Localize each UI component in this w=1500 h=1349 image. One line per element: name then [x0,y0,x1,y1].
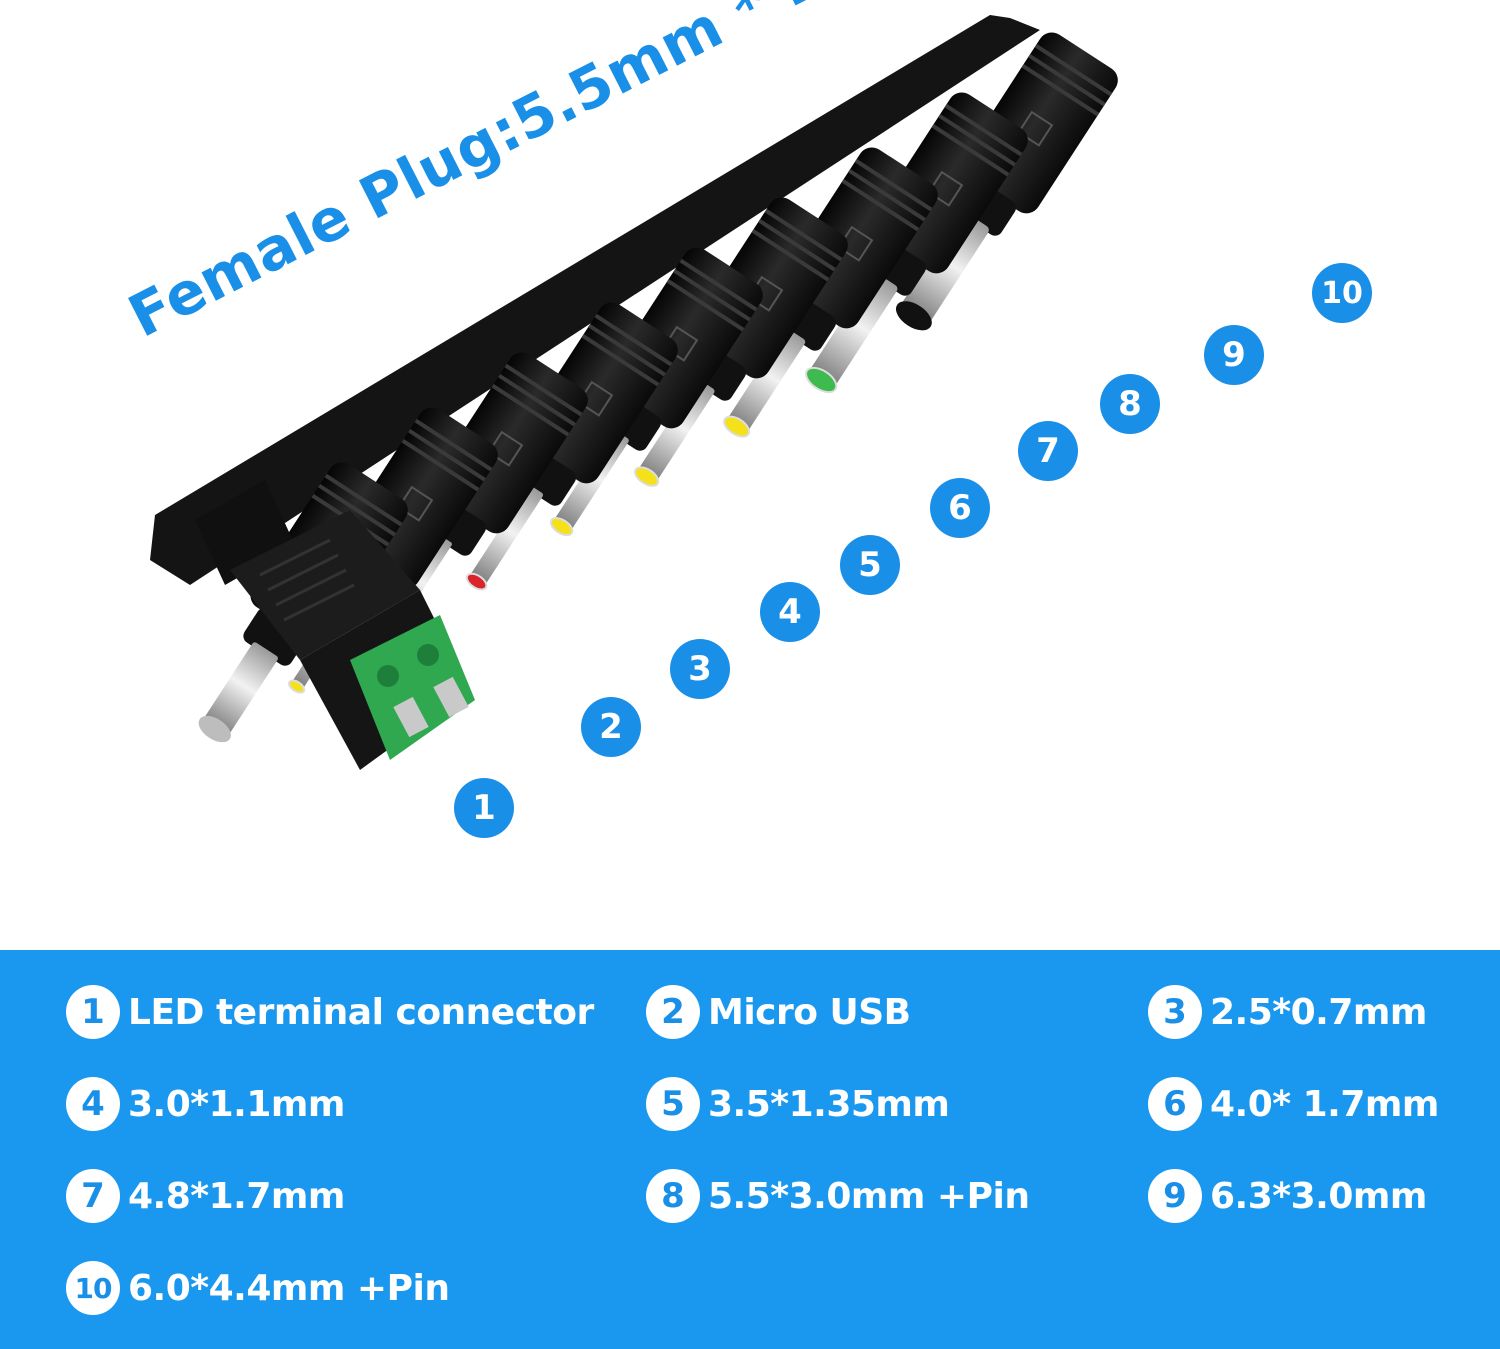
legend-number-6: 6 [1148,1077,1202,1131]
product-photo: Female Plug:5.5mm * 2.5mm 1 2 3 4 5 6 7 … [118,0,1372,838]
badge-5: 5 [840,535,900,595]
badge-9: 9 [1204,325,1264,385]
legend-text-5: 3.5*1.35mm [708,1083,950,1125]
adapter-1-terminal-block [195,480,475,770]
legend-text-4: 3.0*1.1mm [128,1083,345,1125]
legend-item-5: 5 3.5*1.35mm [646,1076,950,1132]
legend-text-10: 6.0*4.4mm +Pin [128,1267,450,1309]
legend-item-8: 8 5.5*3.0mm +Pin [646,1168,1030,1224]
legend-text-3: 2.5*0.7mm [1210,991,1427,1033]
legend-text-9: 6.3*3.0mm [1210,1175,1427,1217]
legend-number-8: 8 [646,1169,700,1223]
legend-text-6: 4.0* 1.7mm [1210,1083,1439,1125]
tray-base [150,15,1040,585]
adapter-tray-illustration [150,15,1118,770]
badge-4: 4 [760,582,820,642]
legend-item-7: 7 4.8*1.7mm [66,1168,345,1224]
legend-item-1: 1 LED terminal connector [66,984,594,1040]
legend-item-9: 9 6.3*3.0mm [1148,1168,1427,1224]
legend-text-1: LED terminal connector [128,991,594,1033]
legend-item-10: 10 6.0*4.4mm +Pin [66,1260,450,1316]
legend-item-6: 6 4.0* 1.7mm [1148,1076,1439,1132]
legend-text-8: 5.5*3.0mm +Pin [708,1175,1030,1217]
legend-number-9: 9 [1148,1169,1202,1223]
legend-number-10: 10 [66,1261,120,1315]
legend-number-4: 4 [66,1077,120,1131]
legend-number-7: 7 [66,1169,120,1223]
legend-number-2: 2 [646,985,700,1039]
legend-number-5: 5 [646,1077,700,1131]
badge-8: 8 [1100,374,1160,434]
badge-3: 3 [670,639,730,699]
legend-number-3: 3 [1148,985,1202,1039]
legend-text-7: 4.8*1.7mm [128,1175,345,1217]
legend-item-3: 3 2.5*0.7mm [1148,984,1427,1040]
badge-2: 2 [581,697,641,757]
legend-panel: 1 LED terminal connector 2 Micro USB 3 2… [0,950,1500,1349]
legend-text-2: Micro USB [708,991,911,1033]
badge-7: 7 [1018,421,1078,481]
badge-1: 1 [454,778,514,838]
legend-number-1: 1 [66,985,120,1039]
badge-6: 6 [930,478,990,538]
badge-10: 10 [1312,263,1372,323]
legend-item-4: 4 3.0*1.1mm [66,1076,345,1132]
legend-item-2: 2 Micro USB [646,984,911,1040]
